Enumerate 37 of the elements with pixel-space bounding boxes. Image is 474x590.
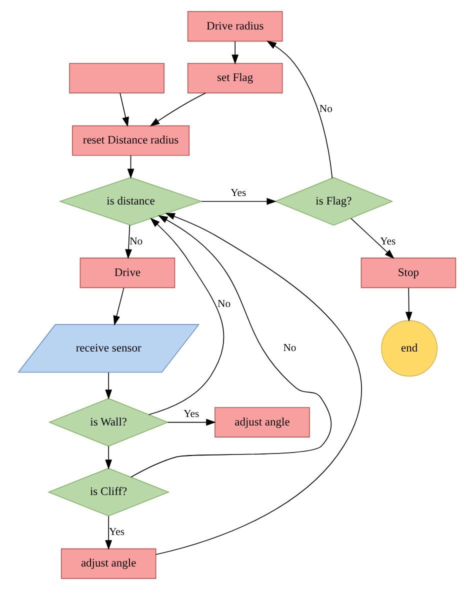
arrow (266, 40, 333, 179)
edge-label: No (319, 103, 332, 116)
arrow (167, 418, 216, 426)
edge-label: No (217, 298, 231, 310)
edge-label: Yes (109, 526, 125, 538)
edge-label: Yes (230, 186, 246, 199)
node-diamond: is Wall? (48, 398, 169, 447)
arrow (125, 224, 132, 260)
arrow (148, 218, 224, 416)
arrow (150, 92, 206, 126)
arrow (105, 372, 112, 400)
arrow (405, 288, 412, 322)
arrow (130, 215, 332, 478)
node-box: Stop (360, 258, 456, 288)
arrow (113, 288, 124, 326)
node-box: Drive radius (187, 11, 283, 42)
arrow (350, 218, 394, 259)
node-box: set Flag (187, 62, 283, 94)
arrow (127, 155, 134, 179)
arrow (201, 198, 277, 205)
edge-label: No (283, 342, 296, 354)
node-box: adjust angle (214, 407, 310, 438)
node-box: Drive (80, 258, 176, 288)
node-box: reset Distance radius (72, 125, 190, 156)
node-box (69, 62, 164, 94)
edge-label: Yes (184, 408, 200, 420)
arrow (156, 212, 362, 555)
edge-label: Yes (380, 235, 396, 248)
node-diamond: is Flag? (274, 177, 394, 226)
arrow (105, 516, 112, 550)
arrow (232, 41, 239, 64)
arrow (105, 446, 112, 470)
node-diamond: is Cliff? (48, 468, 170, 516)
node-box: adjust angle (60, 548, 156, 579)
arrow (120, 92, 129, 127)
node-circle: end (381, 320, 438, 377)
edge-label: No (130, 235, 143, 248)
